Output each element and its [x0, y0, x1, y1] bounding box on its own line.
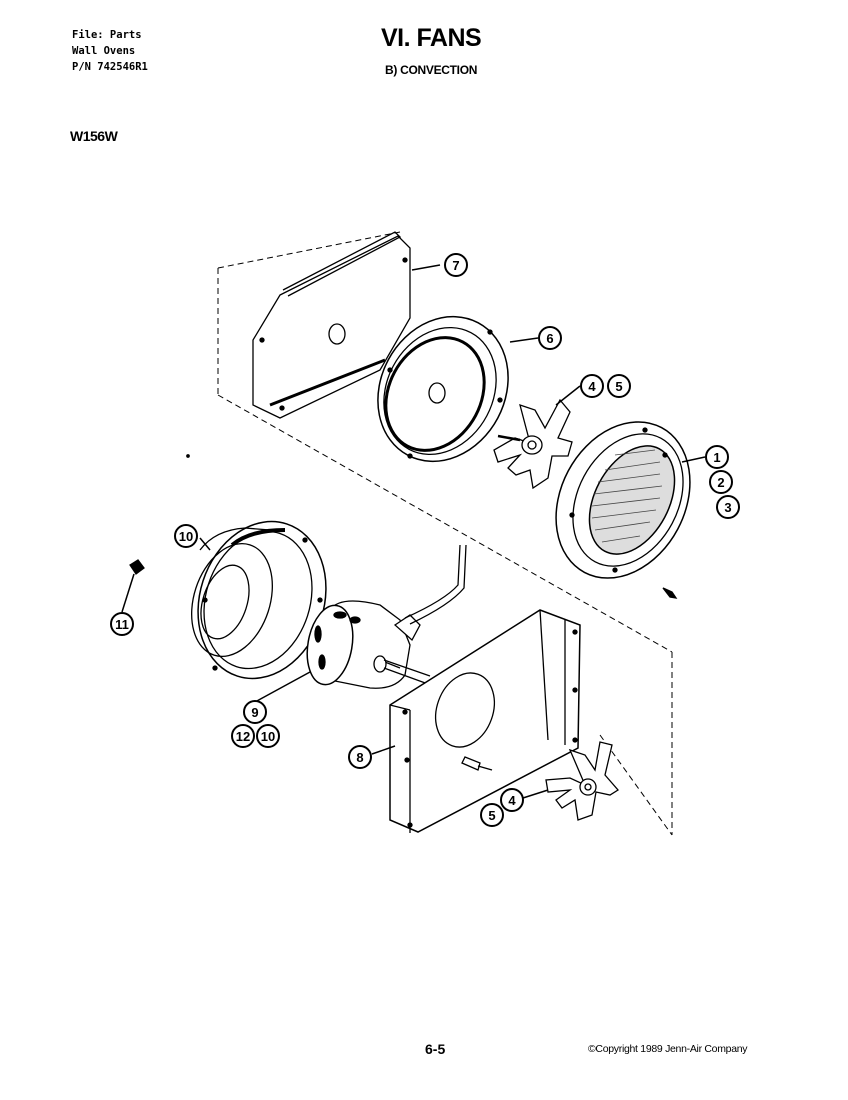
callout-10-motor: 10: [256, 724, 280, 748]
svg-text:2: 2: [717, 475, 724, 490]
svg-text:5: 5: [488, 808, 495, 823]
file-info: File: Parts Wall Ovens P/N 742546R1: [72, 27, 148, 75]
svg-text:6: 6: [546, 331, 553, 346]
callout-11: 11: [110, 612, 134, 636]
fan-shroud-part-6: [377, 315, 509, 463]
bolt: [461, 756, 493, 771]
fan-blade-lower-part-4: [545, 741, 619, 821]
svg-text:5: 5: [615, 379, 622, 394]
svg-text:11: 11: [115, 617, 129, 632]
screw: [662, 587, 678, 599]
clip-part-11: [129, 559, 145, 575]
callout-9: 9: [243, 700, 267, 724]
callout-1: 1: [705, 445, 729, 469]
leader-lines: [121, 264, 706, 799]
svg-text:10: 10: [179, 529, 193, 544]
callout-5: 5: [607, 374, 631, 398]
product-line: Wall Ovens: [72, 45, 136, 57]
page-subtitle: B) CONVECTION: [385, 63, 478, 77]
svg-text:8: 8: [356, 750, 363, 765]
callout-4: 4: [580, 374, 604, 398]
svg-text:10: 10: [261, 729, 275, 744]
callout-4-lower: 4: [500, 788, 524, 812]
callout-6: 6: [538, 326, 562, 350]
svg-text:4: 4: [588, 379, 596, 394]
callout-10-shroud: 10: [174, 524, 198, 548]
svg-text:12: 12: [236, 729, 250, 744]
callout-2: 2: [709, 470, 733, 494]
callout-12: 12: [231, 724, 255, 748]
svg-text:7: 7: [452, 258, 459, 273]
part-number-line: P/N 742546R1: [72, 61, 148, 73]
grille-cover-part-1: [555, 421, 691, 579]
page-number: 6-5: [425, 1041, 446, 1057]
callout-3: 3: [716, 495, 740, 519]
page-title: VI. FANS: [381, 24, 482, 52]
callout-8: 8: [348, 745, 372, 769]
motor-part-9: [306, 544, 467, 689]
copyright-notice: ©Copyright 1989 Jenn-Air Company: [588, 1043, 748, 1055]
callout-7: 7: [444, 253, 468, 277]
svg-text:9: 9: [251, 705, 258, 720]
back-plate-part-7: [252, 231, 411, 419]
motor-shroud-part-10: [191, 520, 327, 680]
svg-text:4: 4: [508, 793, 516, 808]
fan-blade-upper-part-4: [493, 398, 573, 490]
dashed-alignment-lines: [217, 231, 673, 836]
file-line: File: Parts: [72, 29, 142, 41]
svg-text:3: 3: [724, 500, 731, 515]
svg-text:1: 1: [713, 450, 720, 465]
mounting-bracket-part-8: [389, 609, 581, 833]
model-number: W156W: [70, 128, 118, 144]
callout-5-lower: 5: [480, 803, 504, 827]
